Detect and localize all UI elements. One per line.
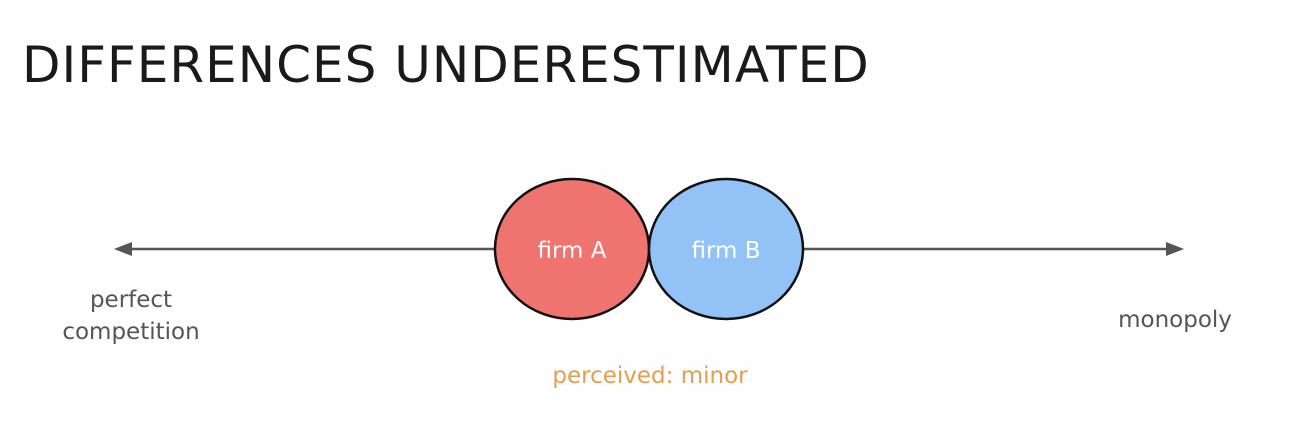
firm-b-label: firm B: [691, 238, 760, 264]
firm-b-shape: [647, 177, 805, 321]
firm-b-circle: firm B: [647, 177, 805, 321]
left-arrowhead-icon: [114, 242, 132, 256]
firm-a-circle: firm A: [493, 177, 651, 321]
slide-title: DIFFERENCES UNDERESTIMATED: [22, 36, 870, 94]
perfect-competition-label: perfect competition: [62, 287, 200, 345]
right-arrowhead-icon: [1166, 242, 1184, 256]
monopoly-label: monopoly: [1118, 307, 1232, 333]
perceived-caption: perceived: minor: [552, 363, 748, 389]
firm-a-label: firm A: [538, 238, 607, 264]
